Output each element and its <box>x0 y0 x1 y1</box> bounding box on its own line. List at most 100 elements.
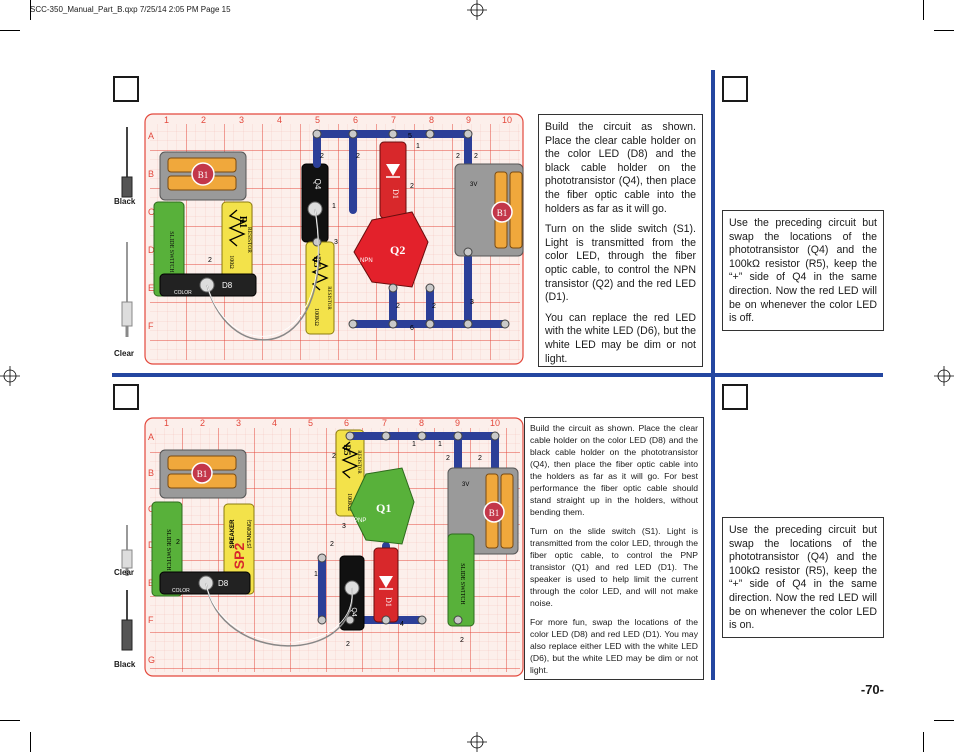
wire-num: 3 <box>342 523 346 530</box>
col-label: 1 <box>164 115 169 125</box>
col-label: 10 <box>490 418 500 428</box>
col-label: 6 <box>353 115 358 125</box>
divider-horizontal <box>112 373 883 377</box>
wire-num: 2 <box>330 541 334 548</box>
col-label: 2 <box>200 418 205 428</box>
wire-num: 2 <box>446 455 450 462</box>
col-label: 1 <box>164 418 169 428</box>
wire-num: 2 <box>356 153 360 160</box>
wire-num: 2 <box>474 153 478 160</box>
row-label: A <box>148 432 154 442</box>
r1-label: R1 <box>237 216 248 228</box>
d8-label: D8 <box>222 281 233 290</box>
divider-vertical-bottom <box>711 377 715 680</box>
wire-num: 2 <box>396 303 400 310</box>
row-label: B <box>148 169 154 179</box>
d8-desc: COLOR <box>172 588 190 594</box>
r1-value: 100Ω <box>228 255 234 269</box>
r5-desc: RESISTOR <box>356 450 361 474</box>
instruction-paragraph: Build the circuit as shown. Place the cl… <box>545 121 696 215</box>
row-label: B <box>148 468 154 478</box>
col-label: 5 <box>308 418 313 428</box>
col-label: 9 <box>466 115 471 125</box>
wire-num: 4 <box>400 621 404 628</box>
page-number: -70- <box>860 682 884 697</box>
switch-label: SLIDE SWITCH <box>168 231 174 273</box>
wire-num: 2 <box>460 637 464 644</box>
speaker-sub: (STANDING) <box>247 519 253 548</box>
r5-value: 100KΩ <box>346 493 352 511</box>
wire-num: 2 <box>176 539 180 546</box>
q4-label: Q4 <box>350 607 357 616</box>
d8-label: D8 <box>218 579 229 588</box>
q1-label: Q1 <box>376 501 391 515</box>
q2-label: Q2 <box>390 243 405 257</box>
col-label: 6 <box>344 418 349 428</box>
bottom-cable-label-clear: Clear <box>114 568 135 577</box>
project-number-box-3 <box>113 384 139 410</box>
wire-num: 2 <box>208 257 212 264</box>
divider-vertical-top <box>711 70 715 373</box>
r5-desc: RESISTOR <box>326 286 331 310</box>
wire-num: 2 <box>456 153 460 160</box>
wire-num: 2 <box>320 153 324 160</box>
project-number-box-2 <box>722 76 748 102</box>
wire-num: 1 <box>314 571 318 578</box>
wire-num: 2 <box>230 539 234 546</box>
bottom-cable-label-black: Black <box>114 660 136 669</box>
speaker-desc: SPEAKER <box>230 519 236 549</box>
wire-num: 1 <box>412 441 416 448</box>
d1-label: D1 <box>391 189 400 199</box>
col-label: 7 <box>391 115 396 125</box>
top-cable-holders <box>121 127 133 337</box>
instruction-paragraph: Turn on the slide switch (S1). Light is … <box>530 526 698 608</box>
col-label: 3 <box>239 115 244 125</box>
switch-label-right: SLIDE SWITCH <box>459 563 465 605</box>
battery-voltage: 3V <box>470 182 477 188</box>
row-label: A <box>148 131 154 141</box>
d1-label: D1 <box>384 597 393 607</box>
col-label: 10 <box>502 115 512 125</box>
battery-label: B1 <box>198 170 209 180</box>
col-label: 5 <box>315 115 320 125</box>
battery-label-right: B1 <box>489 508 500 518</box>
instruction-paragraph: For more fun, swap the locations of the … <box>530 617 698 675</box>
wire-num: 1 <box>416 143 420 150</box>
col-label: 8 <box>419 418 424 428</box>
wire-num: 2 <box>346 641 350 648</box>
col-label: 7 <box>382 418 387 428</box>
row-label: F <box>148 321 154 331</box>
wire-num: 1 <box>438 441 442 448</box>
wire-num: 3 <box>470 299 474 306</box>
file-slug: SCC-350_Manual_Part_B.qxp 7/25/14 2:05 P… <box>30 5 231 14</box>
wire-num: 2 <box>432 303 436 310</box>
r5-label: R5 <box>342 445 352 456</box>
r5-value: 100KΩ <box>313 308 319 326</box>
col-label: 4 <box>277 115 282 125</box>
variant-paragraph: Use the preceding circuit but swap the l… <box>729 524 877 632</box>
variant-paragraph: Use the preceding circuit but swap the l… <box>729 217 877 325</box>
bottom-cable-holders <box>121 525 133 651</box>
bottom-instructions: Build the circuit as shown. Place the cl… <box>524 417 704 680</box>
top-circuit-diagram: 1 2 3 4 5 6 7 8 9 10 A B C D E F B1 SLID… <box>144 113 524 365</box>
col-label: 4 <box>272 418 277 428</box>
bottom-circuit-diagram: 1 2 3 4 5 6 7 8 9 10 A B C D E F G B1 SL… <box>144 417 524 677</box>
row-label: F <box>148 615 154 625</box>
col-label: 8 <box>429 115 434 125</box>
row-label: E <box>148 578 154 588</box>
row-label: G <box>148 655 155 665</box>
wire-num: 2 <box>410 183 414 190</box>
wire-num: 2 <box>332 453 336 460</box>
top-variant-instructions: Use the preceding circuit but swap the l… <box>722 210 884 331</box>
top-cable-label-clear: Clear <box>114 349 135 358</box>
q2-type: NPN <box>360 258 373 264</box>
col-label: 3 <box>236 418 241 428</box>
instruction-paragraph: Build the circuit as shown. Place the cl… <box>530 423 698 517</box>
wire-num: 1 <box>332 203 336 210</box>
row-label: D <box>148 245 155 255</box>
bottom-variant-instructions: Use the preceding circuit but swap the l… <box>722 517 884 638</box>
project-number-box-1 <box>113 76 139 102</box>
row-label: C <box>148 207 155 217</box>
top-instructions: Build the circuit as shown. Place the cl… <box>538 114 703 367</box>
